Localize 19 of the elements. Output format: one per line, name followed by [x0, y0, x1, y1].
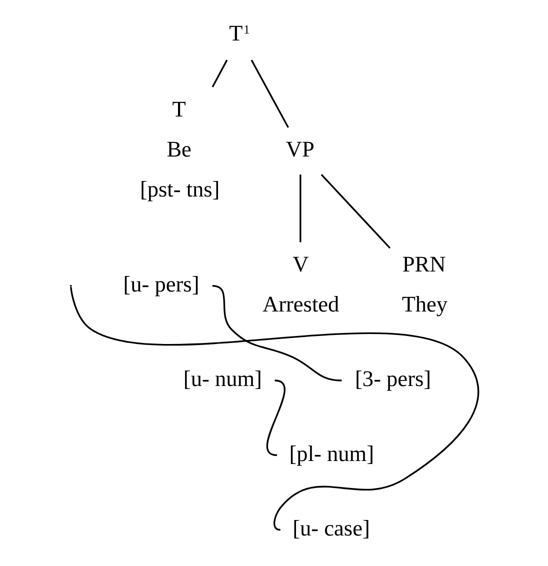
- node-text: [pl- num]: [288, 440, 374, 466]
- node-text: [u- case]: [292, 515, 370, 540]
- connector: [211, 60, 228, 88]
- node-text: [3- pers]: [354, 366, 431, 392]
- connector: [212, 284, 342, 382]
- node-text: [u- num]: [182, 366, 262, 392]
- node-text: [u- pers]: [122, 271, 199, 296]
- connector: [320, 174, 390, 249]
- connector: [250, 60, 288, 128]
- node-text: T$^{1}$: [228, 20, 250, 46]
- node-text: VP: [285, 136, 314, 162]
- node-text: T: [172, 96, 186, 122]
- node-label: [pst- tns]: [139, 176, 220, 202]
- connector: [299, 174, 301, 242]
- node-text: V: [292, 251, 308, 276]
- node-text: PRN: [402, 251, 446, 276]
- node-label: They: [401, 291, 448, 316]
- node-label: Arrested: [262, 291, 339, 316]
- node-label: Be: [166, 136, 191, 162]
